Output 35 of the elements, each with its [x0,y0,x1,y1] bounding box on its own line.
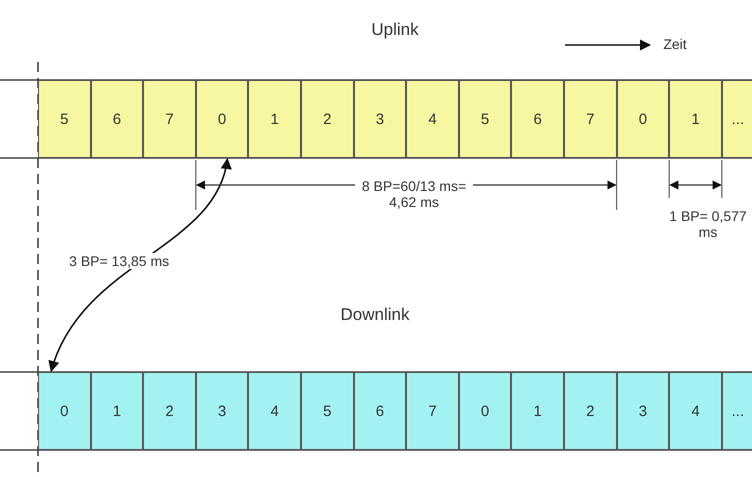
time-slot-cell: 7 [406,372,459,450]
time-slot-cell: ... [722,372,752,450]
time-slot-cell: 1 [90,372,144,450]
time-slot-cell: 7 [564,80,617,158]
time-slot-cell: ... [722,80,752,158]
time-slot-cell: 0 [616,80,670,158]
time-slot-cell: 1 [511,372,564,450]
time-slot-cell: 4 [406,80,459,158]
time-slot-cell: 4 [669,372,722,450]
time-slot-cell: 5 [301,372,354,450]
axis-label: Zeit [662,36,688,52]
time-slot-cell: 1 [248,80,301,158]
time-slot-cell: 5 [38,80,91,158]
time-slot-cell: 0 [196,80,248,158]
time-slot-cell: 6 [90,80,144,158]
row-title: Uplink [370,20,420,40]
curved-arrow [49,158,230,372]
dimension-label: 1 BP= 0,577 ms [668,208,748,240]
time-slot-cell: 1 [669,80,722,158]
row-title: Downlink [340,305,410,325]
time-slot-cell: 7 [143,80,196,158]
dimension-label: 8 BP=60/13 ms= 4,62 ms [355,178,473,210]
time-slot-cell: 2 [301,80,354,158]
time-slot-cell: 2 [143,372,196,450]
time-slot-cell: 0 [458,372,512,450]
time-slot-cell: 5 [458,80,512,158]
time-slot-cell: 4 [248,372,301,450]
time-slot-cell: 3 [616,372,670,450]
time-slot-cell: 0 [38,372,91,450]
time-slot-cell: 6 [354,372,406,450]
time-slot-cell: 3 [354,80,406,158]
time-slot-cell: 6 [511,80,564,158]
time-slot-cell: 3 [196,372,248,450]
edge-label: 3 BP= 13,85 ms [67,253,172,269]
time-slot-cell: 2 [564,372,617,450]
